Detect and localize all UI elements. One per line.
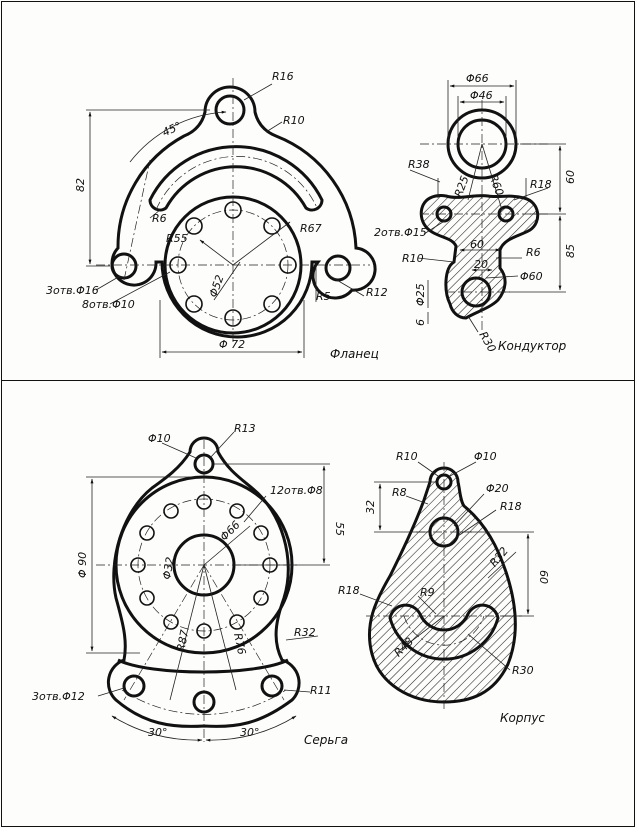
konduktor-body	[419, 194, 540, 320]
konduktor-dim-85: 85	[564, 244, 577, 258]
konduktor-dim-holes15: 2отв.Φ15	[374, 226, 427, 239]
serga-dim-r87: R87	[174, 629, 191, 653]
korpus-dim-phi10: Φ10	[474, 450, 497, 463]
konduktor-dim-c60: 60	[470, 238, 484, 251]
flanets-dim-82: 82	[74, 178, 87, 192]
serga-dim-phi10: Φ10	[148, 432, 171, 445]
serga-dim-phi32: Φ32	[160, 556, 177, 581]
serga-dim-30a: 30°	[148, 726, 168, 739]
serga-dim-holes12: 3отв.Φ12	[32, 690, 85, 703]
flanets-right-hole	[324, 254, 352, 282]
korpus-dim-phi20: Φ20	[486, 482, 509, 495]
konduktor-dim-phi60: Φ60	[520, 270, 543, 283]
serga-caption: Серьга	[304, 733, 348, 747]
flanets-dim-holes16: 3отв.Φ16	[46, 284, 99, 297]
flanets-dim-r55: R55	[166, 232, 188, 245]
konduktor-dim-60: 60	[564, 170, 577, 184]
korpus-dim-r18b: R18	[338, 584, 360, 597]
korpus-dim-r30: R30	[512, 664, 534, 677]
serga-drawing: Φ10 R13 12отв.Φ8 Φ 90 Φ66 55 Φ32 R87 R76…	[32, 422, 348, 747]
korpus-dim-r9: R9	[420, 586, 435, 599]
flanets-dim-r16: R16	[272, 70, 294, 83]
korpus-slot	[388, 603, 500, 661]
flanets-dim-holes10: 8отв.Φ10	[82, 298, 135, 311]
flanets-dim-r67: R67	[300, 222, 322, 235]
konduktor-caption: Кондуктор	[498, 339, 567, 353]
serga-dim-holes8: 12отв.Φ8	[270, 484, 323, 497]
korpus-dim-r10: R10	[396, 450, 418, 463]
korpus-body	[367, 466, 517, 704]
flanets-arc-band	[148, 145, 324, 212]
korpus-dim-r8: R8	[392, 486, 407, 499]
serga-right-hole	[260, 674, 284, 698]
korpus-dim-60: 60	[537, 570, 550, 584]
flanets-dim-r5: R5	[316, 290, 331, 303]
korpus-drawing: R10 Φ10 R8 Φ20 32 R18 R32 60 R18 R9 R48 …	[338, 450, 550, 725]
konduktor-dim-6: 6	[414, 319, 427, 326]
konduktor-drawing: Φ66 Φ46 R38 R25 R60 R18 60 2отв.Φ15 85 R…	[374, 72, 577, 355]
konduktor-dim-r30: R30	[476, 329, 498, 354]
korpus-dim-32: 32	[364, 500, 377, 514]
flanets-top-hole	[214, 94, 246, 126]
flanets-outline	[110, 85, 377, 339]
korpus-caption: Корпус	[500, 711, 545, 725]
konduktor-dim-phi66: Φ66	[466, 72, 489, 85]
serga-dim-r76: R76	[231, 632, 248, 656]
konduktor-dim-r38: R38	[408, 158, 430, 171]
flanets-small-holes	[169, 201, 297, 327]
konduktor-dim-c20: 20	[474, 258, 488, 271]
serga-top-hole	[193, 453, 215, 475]
flanets-dim-r10: R10	[283, 114, 305, 127]
flanets-caption: Фланец	[330, 347, 379, 361]
serga-dim-r13: R13	[234, 422, 256, 435]
konduktor-dim-r18: R18	[530, 178, 552, 191]
konduktor-dim-phi46: Φ46	[470, 89, 493, 102]
konduktor-dim-r6: R6	[526, 246, 541, 259]
flanets-dim-r6: R6	[152, 212, 167, 225]
konduktor-dim-r60: R60	[486, 173, 506, 198]
flanets-dim-r12: R12	[366, 286, 388, 299]
serga-dim-30b: 30°	[240, 726, 260, 739]
serga-dim-phi90: Φ 90	[76, 552, 89, 578]
bottom-panel	[1, 380, 635, 827]
serga-dim-r11: R11	[310, 684, 332, 697]
serga-dim-55: 55	[333, 522, 346, 536]
serga-outline	[106, 436, 301, 728]
flanets-left-hole	[110, 252, 138, 280]
korpus-dim-r18a: R18	[500, 500, 522, 513]
konduktor-dim-phi25: Φ25	[414, 283, 427, 306]
serga-dim-r32: R32	[294, 626, 316, 639]
konduktor-top-ring	[446, 108, 518, 180]
flanets-drawing: R16 R10 45° 82 R6 R55 R67 Φ52 3отв.Φ16 8…	[46, 70, 388, 361]
konduktor-dim-r10: R10	[402, 252, 424, 265]
serga-ring-holes	[130, 494, 278, 639]
flanets-dim-phi72: Φ 72	[219, 338, 245, 351]
serga-left-hole	[122, 674, 146, 698]
flanets-dim-45: 45°	[160, 119, 183, 139]
